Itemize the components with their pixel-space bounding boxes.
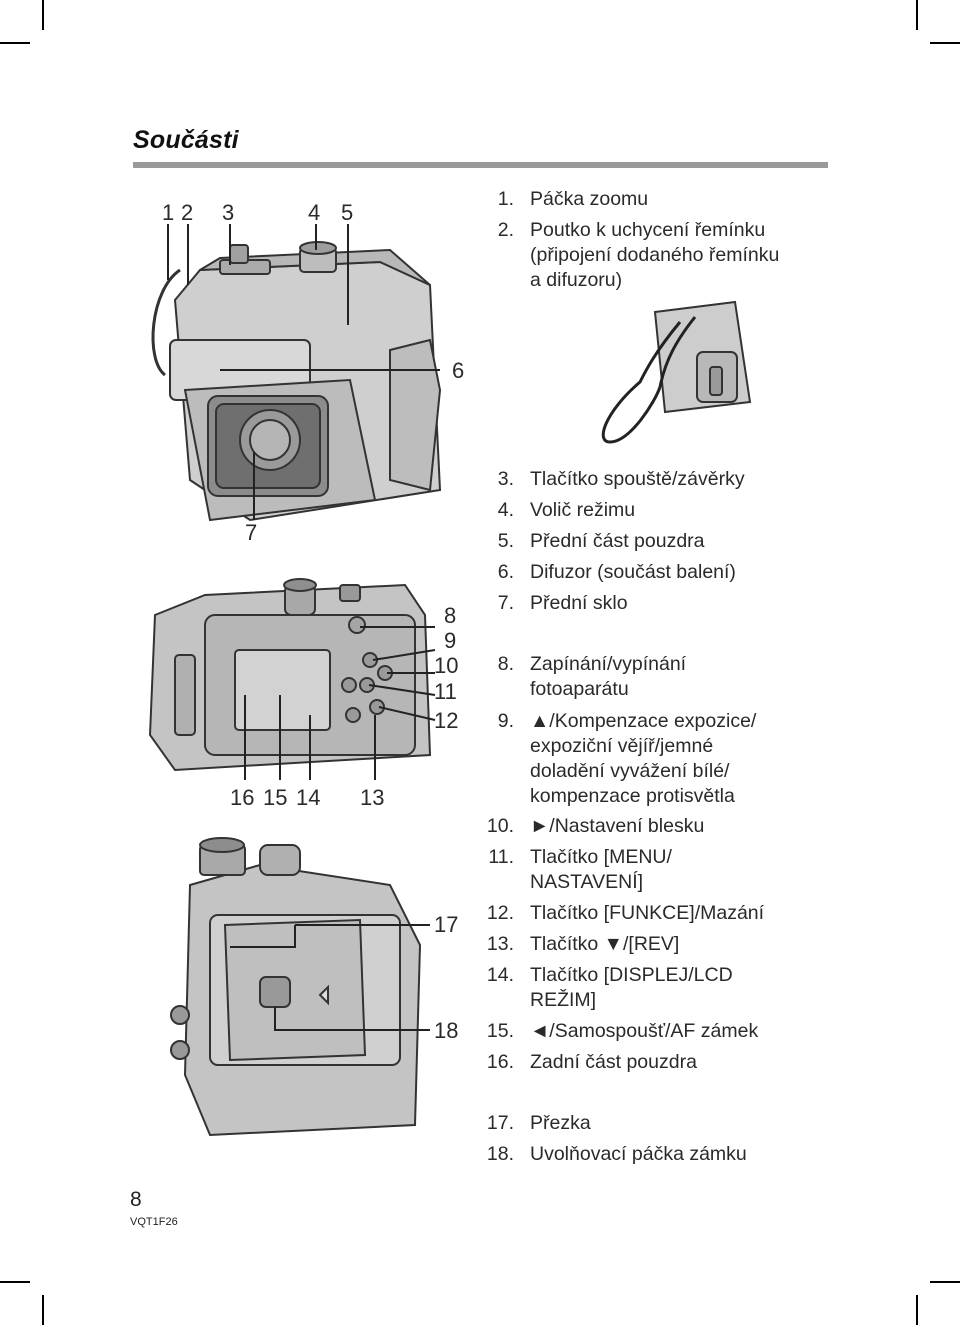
part-number: 1.: [497, 188, 514, 210]
part-label: Poutko k uchycení řemínku (připojení dod…: [530, 219, 780, 291]
part-label: Zadní část pouzdra: [530, 1051, 697, 1073]
part-label: Uvolňovací páčka zámku: [530, 1143, 747, 1165]
bottom-view-illustration: [170, 837, 430, 1137]
callout-15: 15: [263, 785, 288, 810]
crop-mark-tl-v: [42, 0, 44, 30]
callout-13: 13: [360, 785, 385, 810]
callout-7: 7: [245, 520, 258, 545]
part-number: 17.: [486, 1112, 514, 1134]
part-label: Zapínání/vypínání fotoaparátu: [530, 653, 687, 700]
part-label: Tlačítko [MENU/ NASTAVENÍ]: [530, 846, 672, 893]
part-number: 5.: [497, 530, 514, 552]
callout-9: 9: [444, 628, 457, 653]
crop-mark-tr-v: [916, 0, 918, 30]
strap-detail-illustration: [601, 300, 752, 444]
part-label: ▲/Kompenzace expozice/ expoziční vějíř/j…: [530, 710, 757, 807]
part-label: Difuzor (součást balení): [530, 561, 736, 583]
crop-mark-tr-h: [930, 42, 960, 44]
callout-17: 17: [434, 912, 459, 937]
crop-mark-bl-h: [0, 1281, 30, 1283]
part-number: 2.: [497, 219, 514, 241]
callout-5: 5: [341, 200, 354, 225]
part-number: 6.: [497, 561, 514, 583]
callout-10: 10: [434, 653, 459, 678]
callout-12: 12: [434, 708, 459, 733]
callout-4: 4: [308, 200, 321, 225]
callout-16: 16: [230, 785, 255, 810]
part-number: 10.: [486, 815, 514, 837]
part-number: 14.: [486, 964, 514, 986]
part-number: 3.: [497, 468, 514, 490]
crop-mark-br-h: [930, 1281, 960, 1283]
title-underline: [133, 162, 828, 168]
callout-18: 18: [434, 1018, 459, 1043]
front-view-illustration: [151, 224, 442, 522]
back-view-illustration: [148, 578, 436, 780]
part-number: 16.: [486, 1051, 514, 1073]
part-label: ►/Nastavení blesku: [530, 815, 705, 837]
part-label: ◄/Samospoušť/AF zámek: [530, 1020, 759, 1042]
callout-3: 3: [222, 200, 235, 225]
callout-14: 14: [296, 785, 321, 810]
part-label: Tlačítko [DISPLEJ/LCD REŽIM]: [530, 964, 733, 1011]
part-label: Tlačítko ▼/[REV]: [530, 933, 680, 955]
part-number: 8.: [497, 653, 514, 675]
page-title: Součásti: [133, 126, 239, 154]
page-number: 8: [130, 1188, 142, 1211]
crop-mark-bl-v: [42, 1295, 44, 1325]
crop-mark-br-v: [916, 1295, 918, 1325]
part-label: Přední sklo: [530, 592, 628, 614]
part-label: Tlačítko spouště/závěrky: [530, 468, 745, 490]
part-number: 18.: [486, 1143, 514, 1165]
callout-1: 1: [162, 200, 175, 225]
part-number: 15.: [486, 1020, 514, 1042]
callout-11: 11: [434, 679, 457, 704]
part-label: Přední část pouzdra: [530, 530, 705, 552]
part-number: 4.: [497, 499, 514, 521]
crop-mark-tl-h: [0, 42, 30, 44]
part-label: Volič režimu: [530, 499, 636, 521]
part-number: 13.: [486, 933, 514, 955]
part-number: 7.: [497, 592, 514, 614]
part-number: 9.: [497, 710, 514, 732]
part-label: Tlačítko [FUNKCE]/Mazání: [530, 902, 765, 924]
part-label: Páčka zoomu: [530, 188, 649, 210]
part-number: 12.: [486, 902, 514, 924]
part-number: 11.: [488, 846, 514, 868]
document-code: VQT1F26: [130, 1216, 178, 1228]
part-label: Přezka: [530, 1112, 591, 1134]
callout-2: 2: [181, 200, 194, 225]
callout-8: 8: [444, 603, 457, 628]
callout-6: 6: [452, 358, 465, 383]
